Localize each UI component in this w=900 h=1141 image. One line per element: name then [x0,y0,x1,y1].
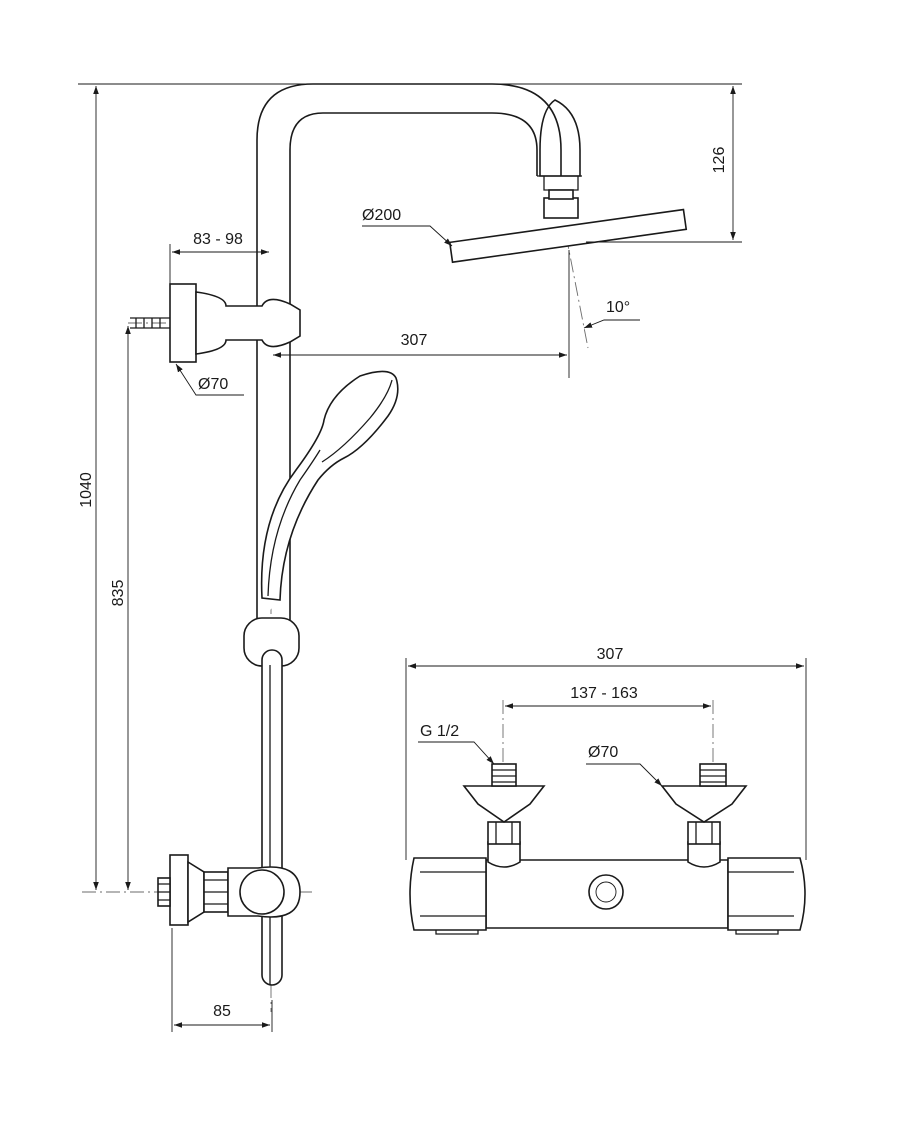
hand-shower [260,370,399,601]
riser-pipe [256,83,581,630]
dim-escutcheon-diameter: Ø70 [586,744,663,787]
inlet-right [660,763,748,868]
hand-shower-contour [267,449,321,597]
outlet-port [588,874,624,910]
bracket-offset-label: 83 - 98 [193,231,243,248]
dim-total-height: 1040 [78,83,742,890]
head-swivel [543,197,579,219]
inlet-left [462,763,546,868]
head-reach-label: 307 [401,332,428,349]
valve-width-label: 307 [597,646,624,663]
dim-inlet-centres: 137 - 163 [505,685,711,709]
inlet-thread-label: G 1/2 [420,723,459,740]
dim-head-reach: 307 [273,250,570,378]
dim-valve-depth: 85 [171,928,273,1032]
dim-head-tilt: 10° [583,299,640,329]
slide-holder [243,617,300,986]
dim-inlet-thread: G 1/2 [418,723,495,765]
head-tilt-axis [565,234,589,349]
inlet-centres-label: 137 - 163 [570,685,638,702]
head-collar [548,189,574,200]
head-diameter-label: Ø200 [362,207,401,224]
dim-bracket-diameter: Ø70 [175,363,244,396]
hand-shower-face [321,379,393,463]
total-height-label: 1040 [78,472,95,508]
bracket-diameter-label: Ø70 [198,376,228,393]
dim-outlet-height: 835 [110,326,131,890]
dim-valve-width: 307 [405,646,807,860]
front-view: 307 137 - 163 G 1/2 Ø70 [405,646,807,935]
outlet-height-label: 835 [110,580,127,607]
wall-bracket [130,283,301,363]
head-drop-label: 126 [711,147,728,174]
dim-head-drop: 126 [586,86,742,243]
valve-side [157,854,301,926]
valve-depth-label: 85 [213,1003,231,1020]
escutcheon-diameter-label: Ø70 [588,744,618,761]
shower-head [448,208,688,264]
dim-head-diameter: Ø200 [362,207,453,247]
dim-bracket-offset: 83 - 98 [169,231,269,284]
side-view: 1040 835 126 83 - 98 Ø200 10° [78,83,742,1032]
thermostat-body [409,857,806,935]
head-tilt-label: 10° [606,299,630,316]
